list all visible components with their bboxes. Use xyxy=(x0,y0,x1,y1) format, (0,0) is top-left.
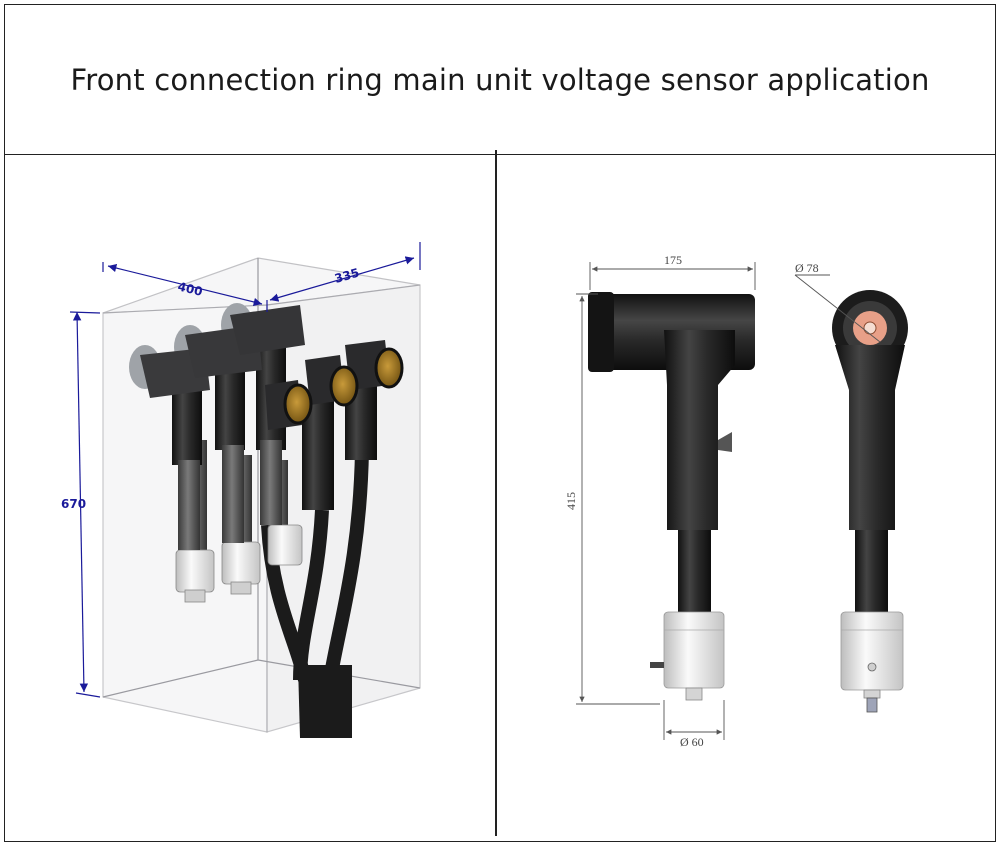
dim-front-diameter-label: Ø 78 xyxy=(795,261,819,275)
dim-width-label: 400 xyxy=(176,279,204,299)
rmu-3d-assembly: 400 335 670 xyxy=(61,242,421,738)
dim-height-label: 670 xyxy=(61,497,86,511)
dimension-lines-blue xyxy=(69,242,421,698)
sensor-units xyxy=(175,524,303,603)
title-banner: Front connection ring main unit voltage … xyxy=(5,5,995,155)
sensor-cylinder-front xyxy=(840,611,904,691)
page-frame: Front connection ring main unit voltage … xyxy=(4,4,996,842)
page-title: Front connection ring main unit voltage … xyxy=(70,62,930,97)
cable-bundle xyxy=(261,449,369,738)
connector-side-view: 175 415 Ø 60 xyxy=(564,253,756,749)
front-connectors xyxy=(140,305,404,550)
dimension-lines-gray xyxy=(576,262,756,740)
dim-depth-label: 335 xyxy=(333,266,361,286)
panel-divider xyxy=(495,150,497,836)
connector-front-view: Ø 78 xyxy=(794,261,908,713)
dim-total-height-label: 415 xyxy=(564,492,578,510)
sensor-cylinder xyxy=(663,611,725,689)
dim-base-diameter-label: Ø 60 xyxy=(680,735,704,749)
dim-length-label: 175 xyxy=(664,253,682,267)
